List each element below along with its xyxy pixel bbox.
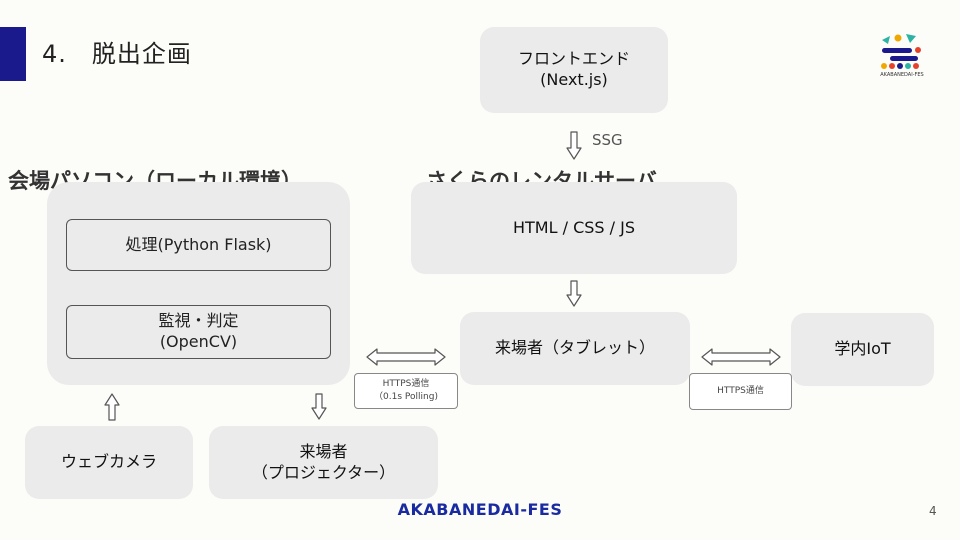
campus-iot-label: 学内IoT (834, 339, 891, 359)
visitor-projector-device: （プロジェクター） (251, 462, 396, 482)
polling-interval-label: （0.1s Polling) (374, 392, 438, 402)
up-arrow-webcam-pc (104, 393, 120, 421)
frontend-label: フロントエンド (517, 49, 630, 69)
visitor-projector-box: 来場者 （プロジェクター） (209, 426, 438, 499)
down-arrow-pc-projector (311, 393, 327, 420)
visitor-projector-label: 来場者 (299, 441, 348, 461)
monitor-label: 監視・判定 (158, 311, 239, 331)
processing-box: 処理(Python Flask) (66, 219, 331, 271)
monitor-box: 監視・判定 (OpenCV) (66, 305, 331, 359)
footer-brand: AKABANEDAI-FES (397, 500, 563, 519)
webcam-box: ウェブカメラ (25, 426, 193, 499)
title-accent-bar (0, 27, 26, 81)
https-iot-label: HTTPS通信 (717, 386, 764, 397)
processing-label: 処理(Python Flask) (125, 234, 272, 254)
frontend-box: フロントエンド (Next.js) (480, 27, 668, 113)
html-css-js-label: HTML / CSS / JS (512, 217, 635, 237)
bidirectional-arrow-tablet-iot (701, 348, 781, 366)
https-iot-label-box: HTTPS通信 (689, 373, 792, 410)
logo-text: AKABANEDAI-FES (880, 72, 923, 78)
down-arrow-ssg (566, 131, 582, 160)
festival-logo: AKABANEDAI-FES (880, 34, 924, 78)
visitor-tablet-label: 来場者（タブレット） (494, 338, 655, 358)
webcam-label: ウェブカメラ (60, 452, 157, 472)
html-css-js-box: HTML / CSS / JS (411, 182, 737, 274)
https-polling-label: HTTPS通信 (382, 379, 430, 390)
down-arrow-server-tablet (566, 280, 582, 307)
visitor-tablet-box: 来場者（タブレット） (460, 312, 690, 385)
ssg-label: SSG (592, 131, 623, 149)
monitor-library: (OpenCV) (159, 332, 238, 351)
campus-iot-box: 学内IoT (791, 313, 934, 386)
frontend-framework: (Next.js) (540, 70, 608, 89)
slide-title: 4. 脱出企画 (42, 40, 192, 68)
https-polling-label-box: HTTPS通信 （0.1s Polling) (354, 373, 458, 409)
page-number: 4 (929, 504, 937, 518)
bidirectional-arrow-pc-tablet (366, 348, 446, 366)
